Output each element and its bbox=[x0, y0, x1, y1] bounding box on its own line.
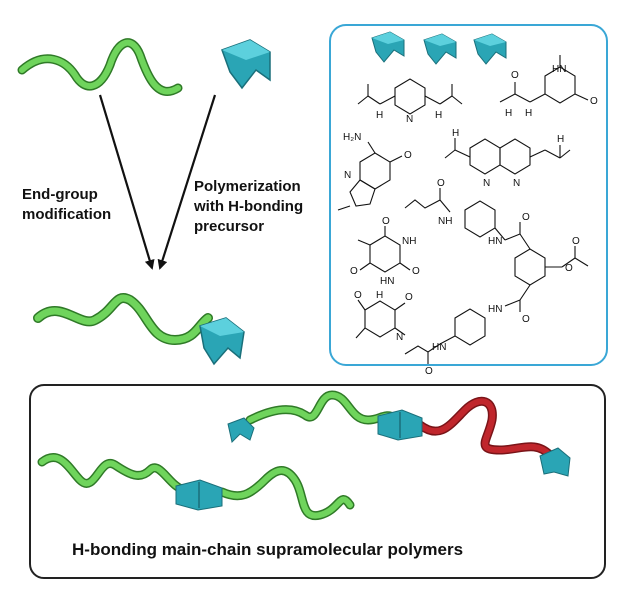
hbond-motifs-panel bbox=[329, 24, 608, 366]
atom-label: N bbox=[483, 178, 490, 189]
polymerization-label-line1: Polymerization bbox=[194, 178, 301, 195]
atom-label: O bbox=[590, 96, 598, 107]
atom-label: O bbox=[382, 216, 390, 227]
atom-label: O bbox=[565, 263, 573, 274]
atom-label: O bbox=[511, 70, 519, 81]
atom-label: H bbox=[376, 290, 383, 301]
atom-label: H bbox=[505, 108, 512, 119]
supramolecular-chain-lower bbox=[37, 453, 355, 521]
atom-label: N bbox=[513, 178, 520, 189]
arrow-end-group bbox=[98, 94, 155, 270]
atom-label: O bbox=[522, 314, 530, 325]
atom-label: HN bbox=[552, 64, 566, 75]
atom-label: H bbox=[452, 128, 459, 139]
atom-label: H₂N bbox=[343, 132, 361, 143]
atom-label: N bbox=[344, 170, 351, 181]
arrow-polymerization bbox=[157, 94, 217, 270]
atom-label: O bbox=[405, 292, 413, 303]
chem-atom-labels: H H N HN O O H H H₂N O N H H N N O NH HN… bbox=[343, 64, 598, 377]
atom-label: N bbox=[406, 114, 413, 125]
atom-label: O bbox=[354, 290, 362, 301]
end-group-label-line1: End-group bbox=[22, 186, 98, 203]
atom-label: H bbox=[435, 110, 442, 121]
end-group-label-line2: modification bbox=[22, 206, 112, 223]
polymerization-label-line2: with H-bonding bbox=[194, 198, 304, 215]
atom-label: O bbox=[404, 150, 412, 161]
atom-label: HN bbox=[432, 342, 446, 353]
atom-label: H bbox=[376, 110, 383, 121]
supramolecular-chain-upper bbox=[227, 390, 571, 477]
atom-label: N bbox=[396, 332, 403, 343]
atom-label: HN bbox=[380, 276, 394, 287]
polymerization-label-line3: precursor bbox=[194, 218, 265, 235]
supramolecular-polymers-panel bbox=[29, 384, 606, 579]
bottom-caption: H-bonding main-chain supramolecular poly… bbox=[72, 540, 464, 559]
end-modified-polymer-icon bbox=[33, 293, 245, 366]
chem-structures bbox=[337, 55, 589, 364]
atom-label: O bbox=[350, 266, 358, 277]
atom-label: O bbox=[522, 212, 530, 223]
atom-label: H bbox=[557, 134, 564, 145]
hbond-unit-top-icon bbox=[221, 39, 271, 90]
atom-label: O bbox=[437, 178, 445, 189]
atom-label: NH bbox=[402, 236, 416, 247]
atom-label: HN bbox=[488, 304, 502, 315]
atom-label: NH bbox=[438, 216, 452, 227]
atom-label: O bbox=[572, 236, 580, 247]
hbond-unit-panel-2-icon bbox=[423, 33, 457, 65]
atom-label: H bbox=[525, 108, 532, 119]
green-polymer-top-icon bbox=[17, 38, 183, 96]
hbond-unit-panel-1-icon bbox=[371, 31, 405, 63]
atom-label: HN bbox=[488, 236, 502, 247]
hbond-unit-panel-3-icon bbox=[473, 33, 507, 65]
atom-label: O bbox=[425, 366, 433, 377]
atom-label: O bbox=[412, 266, 420, 277]
